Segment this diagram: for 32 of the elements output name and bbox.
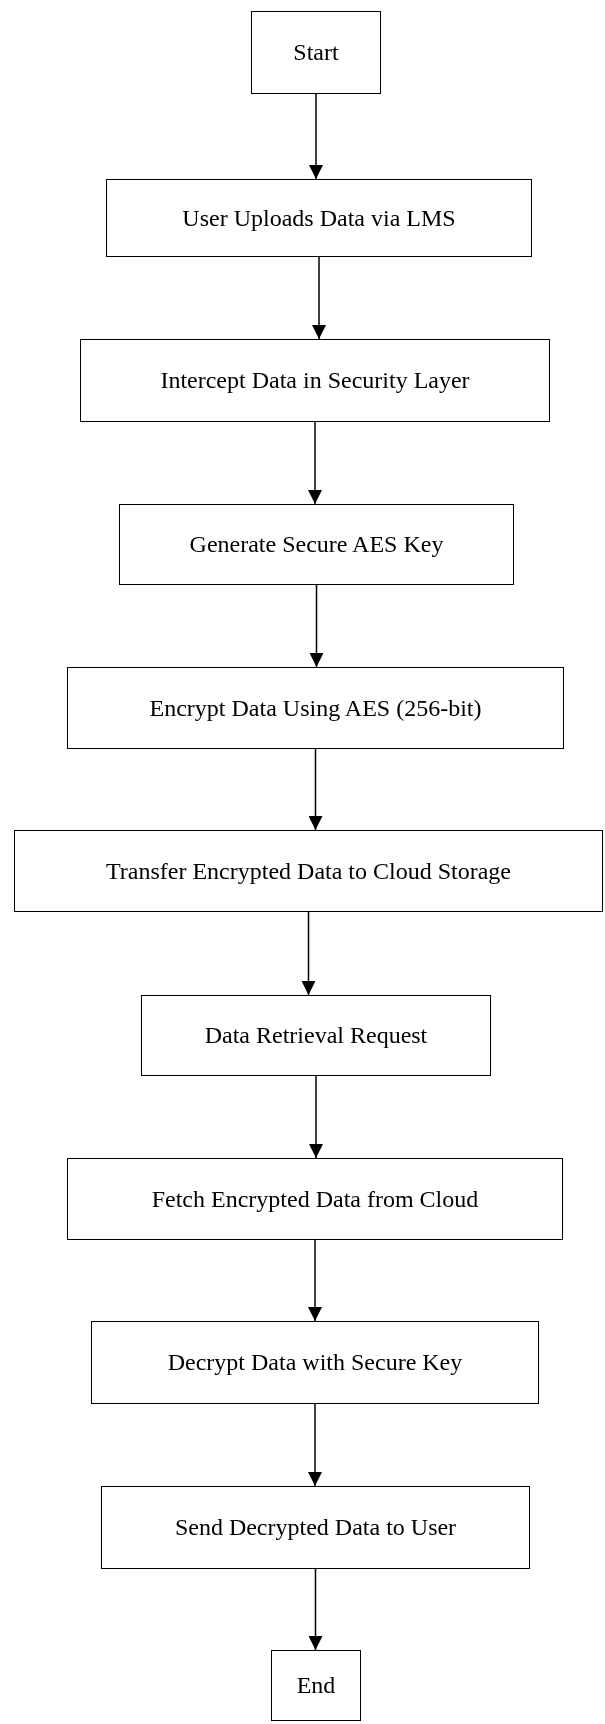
arrow xyxy=(308,1568,323,1651)
node-label: Generate Secure AES Key xyxy=(189,531,444,558)
node-label: User Uploads Data via LMS xyxy=(182,204,456,232)
process-box xyxy=(141,995,491,1076)
arrow xyxy=(308,748,323,831)
process-box xyxy=(106,179,532,257)
node-label: Encrypt Data Using AES (256-bit) xyxy=(149,694,482,722)
process-box xyxy=(271,1650,361,1721)
node-label: Transfer Encrypted Data to Cloud Storage xyxy=(106,857,511,885)
arrow xyxy=(301,911,316,996)
node-label: Start xyxy=(293,39,339,66)
arrow xyxy=(312,256,326,340)
arrow xyxy=(309,1075,323,1159)
node-label: End xyxy=(296,1672,336,1699)
process-box xyxy=(67,1158,563,1240)
node-label: Intercept Data in Security Layer xyxy=(160,367,470,394)
node-label: Decrypt Data with Secure Key xyxy=(167,1349,463,1376)
process-box xyxy=(91,1321,539,1404)
arrow xyxy=(309,584,324,668)
process-box xyxy=(119,504,514,585)
arrow xyxy=(308,1403,322,1487)
arrow xyxy=(308,421,322,505)
process-box xyxy=(67,667,564,749)
arrow xyxy=(308,1239,322,1322)
process-box xyxy=(251,11,381,94)
arrow xyxy=(309,93,323,180)
process-box xyxy=(14,830,603,912)
node-label: Data Retrieval Request xyxy=(204,1022,428,1049)
node-label: Send Decrypted Data to User xyxy=(174,1514,457,1541)
process-box xyxy=(80,339,550,422)
process-box xyxy=(101,1486,530,1569)
node-label: Fetch Encrypted Data from Cloud xyxy=(151,1185,479,1213)
